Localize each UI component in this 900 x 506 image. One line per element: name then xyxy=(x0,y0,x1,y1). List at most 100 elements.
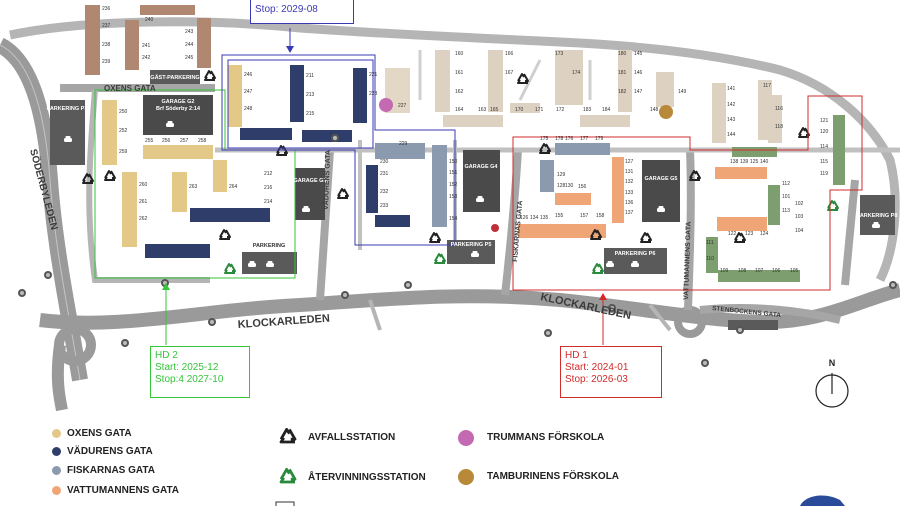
svg-text:229: 229 xyxy=(399,141,408,147)
hd1-title: HD 1 xyxy=(565,350,588,361)
svg-text:122: 122 xyxy=(728,231,737,237)
compass: N xyxy=(815,358,849,408)
svg-text:GARAGE G2: GARAGE G2 xyxy=(161,99,194,105)
garage-g2 xyxy=(143,95,213,135)
svg-text:144: 144 xyxy=(727,132,736,138)
legend-vattumannens: VATTUMANNENS GATA xyxy=(52,485,179,496)
existing-buildings xyxy=(385,50,782,143)
svg-text:134: 134 xyxy=(530,215,539,221)
building-numbers: 236 237 238 239 240 241 242 243 244 245 … xyxy=(102,6,829,274)
svg-text:PARKERING P5: PARKERING P5 xyxy=(451,242,492,248)
svg-text:179: 179 xyxy=(595,136,604,142)
svg-text:260: 260 xyxy=(139,182,148,188)
svg-text:154: 154 xyxy=(449,216,458,222)
svg-text:143: 143 xyxy=(727,117,736,123)
svg-text:183: 183 xyxy=(583,107,592,113)
trummans-legend-icon xyxy=(458,430,474,446)
svg-text:106: 106 xyxy=(772,268,781,274)
svg-text:237: 237 xyxy=(102,23,111,29)
legend-avfallsstation: AVFALLSSTATION xyxy=(308,432,396,443)
svg-text:236: 236 xyxy=(102,6,111,12)
hd1-callout: HD 1 Start: 2024-01 Stop: 2026-03 xyxy=(560,346,662,398)
svg-text:145: 145 xyxy=(634,51,643,57)
garage-labels: GARAGE G2 Brf Söderby 2:14 GARAGE G3 GAR… xyxy=(47,74,898,257)
svg-text:216: 216 xyxy=(264,185,273,191)
svg-text:142: 142 xyxy=(727,102,736,108)
hd2-title: HD 2 xyxy=(155,350,178,361)
svg-text:111: 111 xyxy=(706,240,714,246)
legend-icons xyxy=(275,427,845,506)
svg-text:182: 182 xyxy=(618,89,627,95)
garage-g5 xyxy=(642,160,680,222)
svg-text:116: 116 xyxy=(775,106,783,112)
svg-text:176: 176 xyxy=(565,136,574,142)
svg-text:245: 245 xyxy=(185,55,194,61)
svg-text:141: 141 xyxy=(727,86,736,92)
hd3-callout: Stop: 2029-08 xyxy=(250,0,354,24)
svg-text:215: 215 xyxy=(306,111,315,117)
garage-g3 xyxy=(295,168,325,220)
svg-text:167: 167 xyxy=(505,70,514,76)
svg-text:GÄST-PARKERING: GÄST-PARKERING xyxy=(150,74,199,81)
svg-text:173: 173 xyxy=(555,51,564,57)
svg-text:258: 258 xyxy=(198,138,207,144)
svg-text:261: 261 xyxy=(139,199,148,205)
svg-text:132: 132 xyxy=(625,179,634,185)
svg-text:231: 231 xyxy=(380,171,389,177)
phase-boundaries xyxy=(94,28,863,345)
svg-text:108: 108 xyxy=(738,268,747,274)
svg-text:153: 153 xyxy=(449,194,458,200)
svg-text:151: 151 xyxy=(449,170,458,176)
svg-text:102: 102 xyxy=(795,201,804,207)
svg-text:155: 155 xyxy=(555,213,564,219)
green-buildings xyxy=(706,115,845,282)
vadurens-swatch xyxy=(52,447,61,456)
svg-text:114: 114 xyxy=(820,144,828,150)
svg-text:259: 259 xyxy=(119,149,128,155)
hd1-stop: Stop: 2026-03 xyxy=(565,374,628,385)
trummans-forskola-icon xyxy=(379,98,393,112)
hd2-stop: Stop:4 2027-10 xyxy=(155,374,224,385)
svg-text:121: 121 xyxy=(820,118,829,124)
svg-text:264: 264 xyxy=(229,184,238,190)
svg-text:118: 118 xyxy=(775,124,783,130)
map-symbols xyxy=(18,70,897,367)
svg-text:148: 148 xyxy=(650,107,659,113)
tamburinens-legend-icon xyxy=(458,469,474,485)
svg-text:213: 213 xyxy=(306,92,315,98)
svg-text:105: 105 xyxy=(790,268,799,274)
svg-text:N: N xyxy=(829,358,836,368)
svg-text:181: 181 xyxy=(618,70,627,76)
legend-fiskarnas: FISKARNAS GATA xyxy=(52,465,155,476)
hd1-start: Start: 2024-01 xyxy=(565,362,629,373)
svg-text:180: 180 xyxy=(618,51,627,57)
svg-text:241: 241 xyxy=(142,43,151,49)
svg-text:112: 112 xyxy=(782,181,790,187)
svg-text:125: 125 xyxy=(750,159,759,165)
svg-text:124: 124 xyxy=(760,231,769,237)
svg-text:262: 262 xyxy=(139,216,148,222)
garage-g4 xyxy=(463,150,500,212)
svg-text:127: 127 xyxy=(625,159,634,165)
svg-text:104: 104 xyxy=(795,228,804,234)
svg-text:161: 161 xyxy=(455,70,464,76)
fiskarnas-swatch xyxy=(52,466,61,475)
hd3-boundary xyxy=(221,54,456,246)
svg-text:103: 103 xyxy=(795,214,804,220)
svg-text:156: 156 xyxy=(578,184,587,190)
svg-text:233: 233 xyxy=(380,203,389,209)
svg-text:242: 242 xyxy=(142,55,151,61)
svg-text:146: 146 xyxy=(634,70,643,76)
legend-trummans: TRUMMANS FÖRSKOLA xyxy=(487,432,605,443)
svg-text:130: 130 xyxy=(565,183,574,189)
vattumannens-buildings xyxy=(518,157,767,238)
svg-text:221: 221 xyxy=(369,72,378,78)
svg-text:166: 166 xyxy=(505,51,514,57)
svg-text:152: 152 xyxy=(449,182,458,188)
svg-text:107: 107 xyxy=(755,268,764,274)
svg-text:129: 129 xyxy=(557,172,566,178)
vattumannens-swatch xyxy=(52,486,61,495)
hd2-callout: HD 2 Start: 2025-12 Stop:4 2027-10 xyxy=(150,346,250,398)
svg-text:VÄDURENS GATA: VÄDURENS GATA xyxy=(322,150,332,210)
svg-text:163: 163 xyxy=(478,107,487,113)
